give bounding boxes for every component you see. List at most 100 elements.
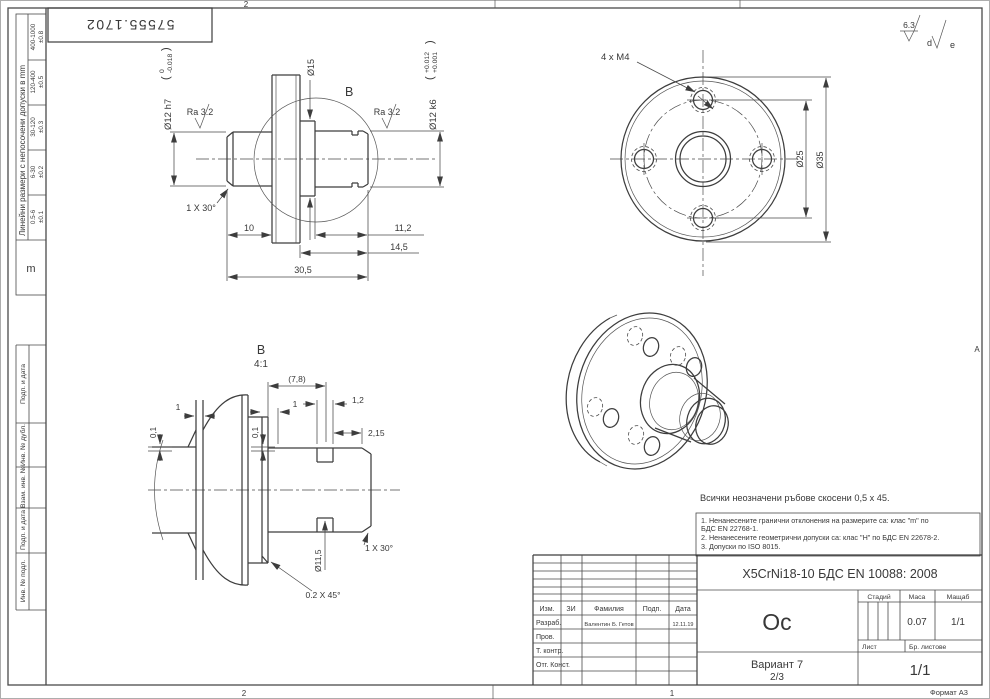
scale-label: Мащаб (947, 593, 970, 601)
sheet-value: 1/1 (910, 662, 931, 679)
tolerance-range: 6-30 (30, 165, 37, 178)
dim-dia12h7-paren: ) (160, 47, 172, 51)
dim-01-mid: 0,1 (251, 426, 260, 438)
dim-1-mid: 1 (293, 399, 298, 409)
isometric-view (565, 312, 729, 470)
dim-dia12h7-tol-upper: 0 (159, 69, 166, 73)
roughness-note: 6.3 d e (900, 14, 955, 50)
bolt-holes (631, 87, 775, 231)
detail-circle-label: B (345, 85, 353, 99)
col-izm: Изм. (540, 606, 555, 613)
side-label: Подп. и дата (20, 510, 27, 550)
tolerance-value: ±0.8 (38, 30, 45, 43)
notes: Всички неозначени ръбове скосени 0,5 x 4… (695, 493, 981, 557)
note-line: 2. Ненанесените геометрични допуски са: … (701, 533, 939, 542)
tolerance-value: ±0.2 (38, 165, 45, 178)
note-line: 1. Ненанесените гранични отклонения на р… (701, 516, 929, 525)
dim-11-2: 11,2 (395, 223, 412, 233)
razrab-name: Валентин Б. Гетов (584, 622, 633, 628)
note-line: 3. Допуски по ISO 8015. (701, 542, 780, 551)
part-name: Ос (762, 609, 791, 635)
side-label: Инв. № подл. (20, 560, 27, 602)
tolerance-value: ±0.5 (38, 75, 45, 88)
dim-01-left: 0,1 (149, 426, 158, 438)
side-label: Инв. № дубл. (19, 424, 27, 466)
format-label: Формат А3 (930, 688, 968, 697)
dim-dia12h7-paren: ( (160, 76, 172, 80)
col-fam: Фамилия (594, 606, 624, 613)
row-tkontr: Т. контр. (536, 648, 563, 655)
note-line: БДС EN 22768-1. (701, 524, 758, 533)
dim-2-15: 2,15 (368, 428, 385, 438)
holes-note: 4 x M4 (601, 52, 630, 63)
row-otg: Отг. Конст. (536, 662, 570, 669)
main-view: B Ø12 h7 ( 0 -0.018 ) Ra 3.2 Ø15 Ra 3.2 … (159, 40, 444, 281)
tolerance-range: 30-120 (30, 117, 37, 137)
row-razrab: Разраб. (536, 619, 561, 627)
dim-dia25: Ø25 (795, 150, 805, 167)
tolerance-range: 0.5-6 (30, 209, 37, 224)
tolerance-range: 120-400 (30, 70, 37, 94)
detail-chamfer45: 0.2 X 45° (305, 590, 340, 600)
doc-number-box: 57555.1702 (47, 7, 213, 43)
mass-label: Маса (909, 594, 926, 601)
tolerance-range: 400-1000 (30, 23, 37, 50)
tolerance-value: ±0.3 (38, 120, 45, 133)
vertical-labels: Подп. и дата Инв. № дубл. Взам. инв. № П… (15, 344, 46, 611)
dim-dia12h7-tol-lower: -0.018 (167, 54, 174, 73)
dim-dia12k6: Ø12 k6 (428, 99, 439, 130)
dim-ref-78: (7,8) (288, 374, 306, 384)
roughness-d: d (927, 38, 932, 48)
edge-note: Всички неозначени ръбове скосени 0,5 x 4… (700, 493, 890, 503)
col-zi: ЗИ (566, 606, 575, 613)
variant-page: 2/3 (770, 672, 784, 683)
dim-dia11-5: Ø11,5 (313, 549, 323, 572)
detail-scale: 4:1 (254, 359, 268, 370)
zone-bottom-right-label: 1 (670, 689, 675, 698)
zone-bottom-label: 2 (242, 689, 247, 698)
razrab-date: 12.11.19 (672, 622, 693, 628)
sheets-label: Бр. листове (909, 644, 947, 651)
dim-10: 10 (244, 223, 254, 233)
material: X5CrNi18-10 БДС EN 10088: 2008 (742, 567, 937, 581)
tolerance-table: Линейни размери с непосочени допуски в m… (15, 13, 47, 296)
roughness-value: 6.3 (903, 20, 915, 30)
title-block: Изм. ЗИ Фамилия Подп. Дата Разраб. Вален… (532, 554, 982, 685)
roughness-ra-right: Ra 3.2 (374, 107, 401, 117)
iso-holes (586, 326, 703, 456)
mass-value: 0.07 (907, 617, 927, 628)
side-label: Подп. и дата (20, 364, 27, 404)
zone-markers: 2 2 1 A Формат А3 (242, 0, 981, 698)
col-date: Дата (675, 606, 691, 613)
col-podp: Подп. (643, 606, 662, 613)
scale-value: 1/1 (951, 617, 965, 628)
dim-dia15: Ø15 (306, 59, 316, 76)
dim-dia12k6-paren: ) (424, 40, 436, 44)
dim-1-2: 1,2 (352, 395, 364, 405)
sheet-label: Лист (862, 644, 877, 651)
row-prov: Пров. (536, 634, 555, 641)
dim-1-left: 1 (176, 402, 181, 412)
tolerance-title: Линейни размери с непосочени допуски в m… (18, 65, 27, 236)
dim-dia35: Ø35 (815, 151, 825, 168)
dim-dia12k6-tol-upper: +0.012 (424, 52, 431, 73)
tolerance-unit: m (26, 263, 35, 275)
roughness-e: e (950, 40, 955, 50)
detail-chamfer30: 1 X 30° (365, 543, 393, 553)
front-view: 4 x M4 Ø25 Ø35 (601, 50, 831, 276)
dim-dia12h7: Ø12 h7 (163, 99, 174, 130)
dim-dia12k6-tol-lower: +0.001 (432, 52, 439, 73)
chamfer-note: 1 X 30° (186, 203, 216, 213)
stage-label: Стадий (867, 593, 890, 601)
dim-dia12k6-paren: ( (424, 76, 436, 80)
detail-label: B (257, 343, 265, 357)
zone-top-label: 2 (244, 0, 249, 9)
dim-30-5: 30,5 (294, 265, 312, 275)
roughness-ra-left: Ra 3.2 (187, 107, 214, 117)
tolerance-value: ±0.1 (38, 210, 45, 223)
dim-14-5: 14,5 (390, 242, 408, 252)
doc-number: 57555.1702 (86, 17, 175, 33)
zone-right-label: A (974, 345, 980, 354)
